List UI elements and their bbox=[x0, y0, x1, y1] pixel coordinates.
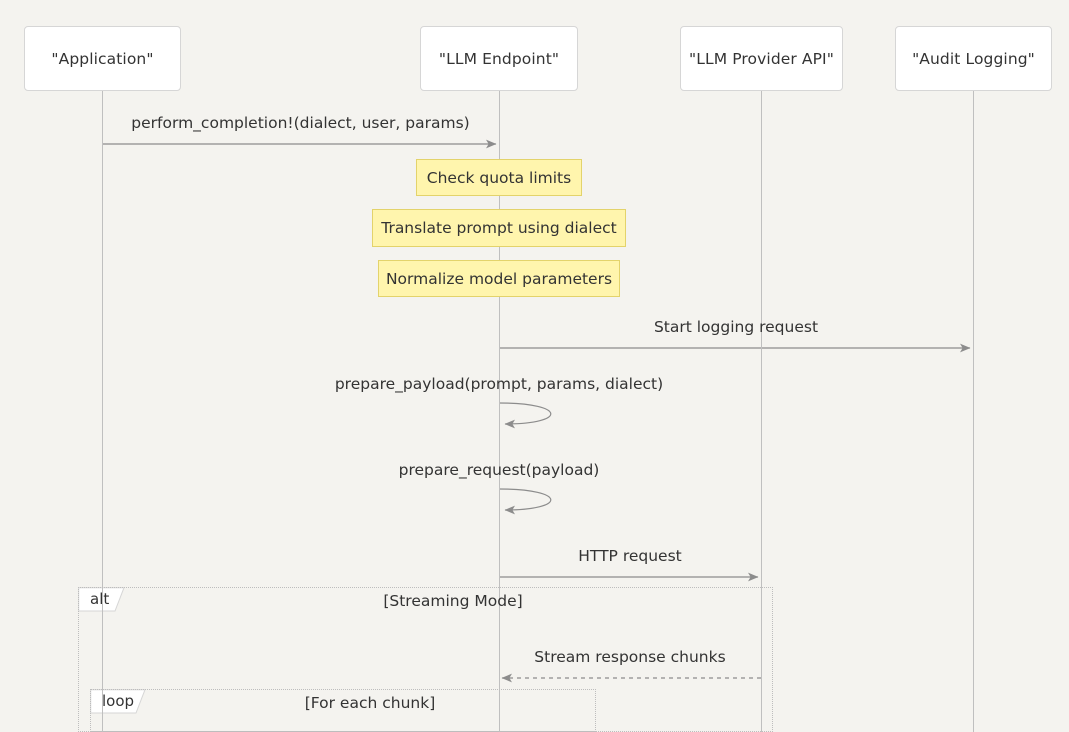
lifeline-4 bbox=[973, 91, 974, 732]
fragment-loop-tag-label: loop bbox=[102, 692, 135, 710]
note-3: Normalize model parameters bbox=[378, 260, 620, 297]
message-label-4: prepare_request(payload) bbox=[398, 461, 600, 479]
participant-box-4[interactable]: "Audit Logging" bbox=[895, 26, 1052, 91]
note-2: Translate prompt using dialect bbox=[372, 209, 626, 247]
message-label-6: Stream response chunks bbox=[534, 648, 726, 666]
note-1: Check quota limits bbox=[416, 159, 582, 196]
participant-box-2[interactable]: "LLM Endpoint" bbox=[420, 26, 578, 91]
message-label-5: HTTP request bbox=[578, 547, 682, 565]
fragment-alt-tag-label: alt bbox=[90, 590, 110, 608]
fragment-loop-condition: [For each chunk] bbox=[304, 694, 436, 712]
message-label-3: prepare_payload(prompt, params, dialect) bbox=[334, 375, 664, 393]
self-message-loop-3 bbox=[498, 402, 552, 429]
message-label-1: perform_completion!(dialect, user, param… bbox=[131, 114, 470, 132]
lifeline-2 bbox=[499, 91, 500, 732]
participant-box-1[interactable]: "Application" bbox=[24, 26, 181, 91]
lifeline-3 bbox=[761, 91, 762, 732]
self-message-loop-4 bbox=[498, 488, 552, 515]
lifeline-1 bbox=[102, 91, 103, 732]
participant-box-3[interactable]: "LLM Provider API" bbox=[680, 26, 843, 91]
fragment-alt-condition: [Streaming Mode] bbox=[383, 592, 523, 610]
message-label-2: Start logging request bbox=[653, 318, 819, 336]
